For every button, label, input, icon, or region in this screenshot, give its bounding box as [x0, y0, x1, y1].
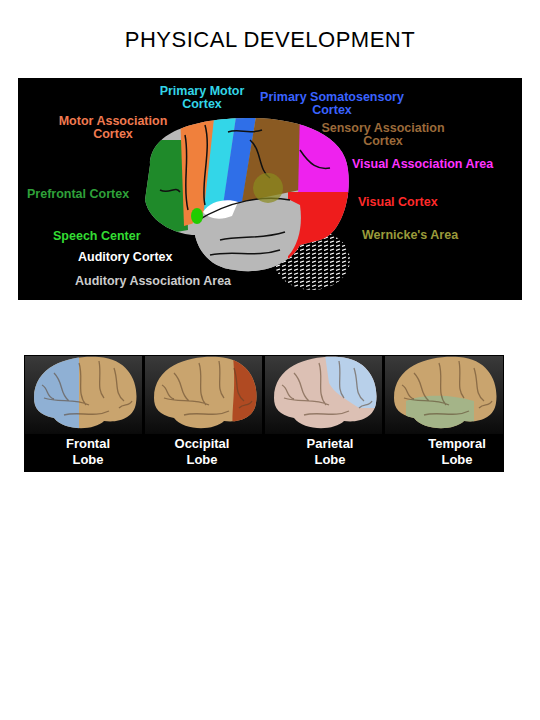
- parietal-lobe-highlight: [324, 348, 384, 408]
- region-label: Visual Association Area: [352, 158, 522, 171]
- sensory-association-region: [242, 110, 300, 202]
- lobe-label: Parietal Lobe: [291, 436, 369, 468]
- frontal-lobe-highlight: [24, 348, 79, 438]
- brain-photo: [384, 348, 504, 438]
- region-label: Prefrontal Cortex: [27, 188, 157, 201]
- brain-photo: [144, 348, 264, 438]
- region-label: Motor Association Cortex: [53, 115, 173, 141]
- occipital-lobe-highlight: [232, 348, 264, 438]
- region-label: Primary Somatosensory Cortex: [253, 91, 411, 117]
- speech-center-region: [191, 208, 203, 224]
- sulcus-line: [160, 125, 330, 255]
- brain-photo: [264, 348, 384, 438]
- lobe-label: Temporal Lobe: [418, 436, 496, 468]
- gyri-lines: [282, 361, 372, 415]
- region-label: Visual Cortex: [358, 196, 478, 209]
- lobe-label: Occipital Lobe: [163, 436, 241, 468]
- brain-photo: [24, 348, 144, 438]
- gyri-lines: [162, 361, 252, 415]
- gyri-lines: [42, 361, 132, 415]
- diagram-panel: [18, 78, 522, 300]
- gyri-lines: [402, 361, 492, 415]
- page-title: PHYSICAL DEVELOPMENT: [0, 27, 540, 53]
- region-label: Wernicke's Area: [362, 229, 512, 242]
- prefrontal-region: [130, 140, 188, 240]
- region-label: Speech Center: [53, 230, 173, 243]
- region-label: Auditory Association Area: [75, 275, 265, 288]
- wernicke-region: [253, 173, 283, 203]
- region-label: Primary Motor Cortex: [156, 85, 248, 111]
- region-label: Sensory Association Cortex: [316, 122, 450, 148]
- region-label: Auditory Cortex: [78, 251, 208, 264]
- lobe-label: Frontal Lobe: [49, 436, 127, 468]
